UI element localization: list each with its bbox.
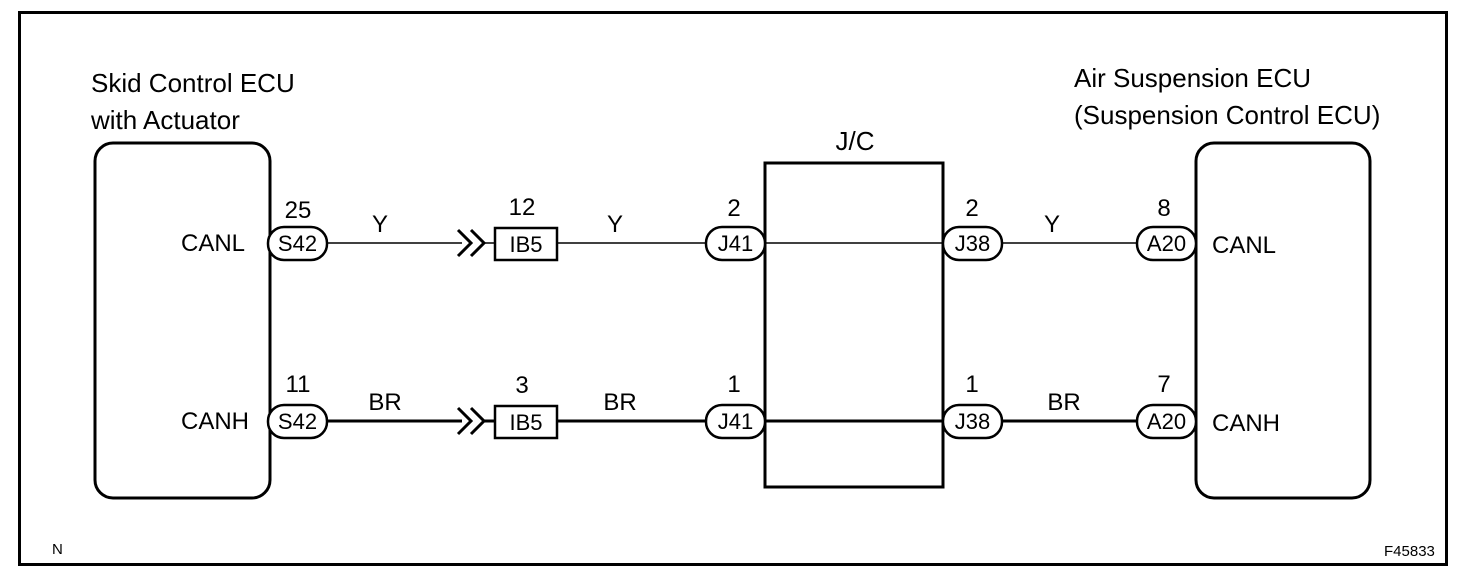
s42-connector-pill [266, 403, 329, 440]
wire-color-label: BR [1047, 389, 1081, 416]
connector-label: IB5 [509, 232, 543, 257]
figure-id: F45833 [1384, 543, 1435, 560]
jc-box [763, 161, 945, 489]
wire-color-label: BR [603, 389, 637, 416]
pin-number: 8 [1157, 195, 1171, 222]
chevron-icon [456, 228, 474, 258]
diagram-frame [18, 11, 1448, 566]
a20-connector-pill [1135, 403, 1198, 440]
j41-connector-pill [704, 403, 767, 440]
chevron-icon [456, 406, 474, 436]
s42-connector-pill [266, 225, 329, 262]
connector-label: J41 [717, 409, 754, 434]
j38-connector-pill [941, 225, 1004, 262]
left-signal-canl: CANL [181, 230, 246, 257]
a20-connector-pill [1135, 225, 1198, 262]
j41-connector-pill [704, 225, 767, 262]
pin-number: 1 [727, 371, 741, 398]
pin-number: 1 [965, 371, 979, 398]
right-ecu-title: Air Suspension ECU [1074, 63, 1311, 93]
pin-number: 11 [285, 371, 311, 398]
left-ecu-subtitle: with Actuator [91, 105, 240, 135]
pin-number: 2 [727, 195, 741, 222]
pin-number: 7 [1157, 371, 1171, 398]
right-signal-canl: CANL [1212, 232, 1277, 259]
wire-color-label: Y [371, 211, 388, 238]
pin-number: 3 [515, 372, 529, 399]
right-signal-canh: CANH [1212, 410, 1281, 437]
connector-label: J38 [954, 231, 991, 256]
connector-label: J41 [717, 231, 754, 256]
ib5-connector-box [493, 226, 559, 262]
j38-connector-pill [941, 403, 1004, 440]
connector-label: IB5 [509, 410, 543, 435]
pin-number: 12 [508, 194, 536, 221]
wire-color-label: Y [1043, 211, 1060, 238]
pin-number: 25 [284, 197, 312, 224]
wire-color-label: BR [368, 389, 402, 416]
corner-mark: N [52, 541, 63, 558]
connector-label: A20 [1146, 231, 1187, 256]
pin-number: 2 [965, 195, 979, 222]
right-ecu-subtitle: (Suspension Control ECU) [1074, 100, 1381, 130]
wire-color-label: Y [606, 211, 623, 238]
jc-title: J/C [835, 126, 875, 156]
connector-label: S42 [277, 409, 318, 434]
connector-label: S42 [277, 231, 318, 256]
ib5-connector-box [493, 404, 559, 440]
left-ecu-box [93, 141, 272, 500]
connector-label: A20 [1146, 409, 1187, 434]
left-ecu-title: Skid Control ECU [91, 68, 295, 98]
connector-label: J38 [954, 409, 991, 434]
right-ecu-box [1194, 141, 1372, 500]
left-signal-canh: CANH [181, 408, 250, 435]
